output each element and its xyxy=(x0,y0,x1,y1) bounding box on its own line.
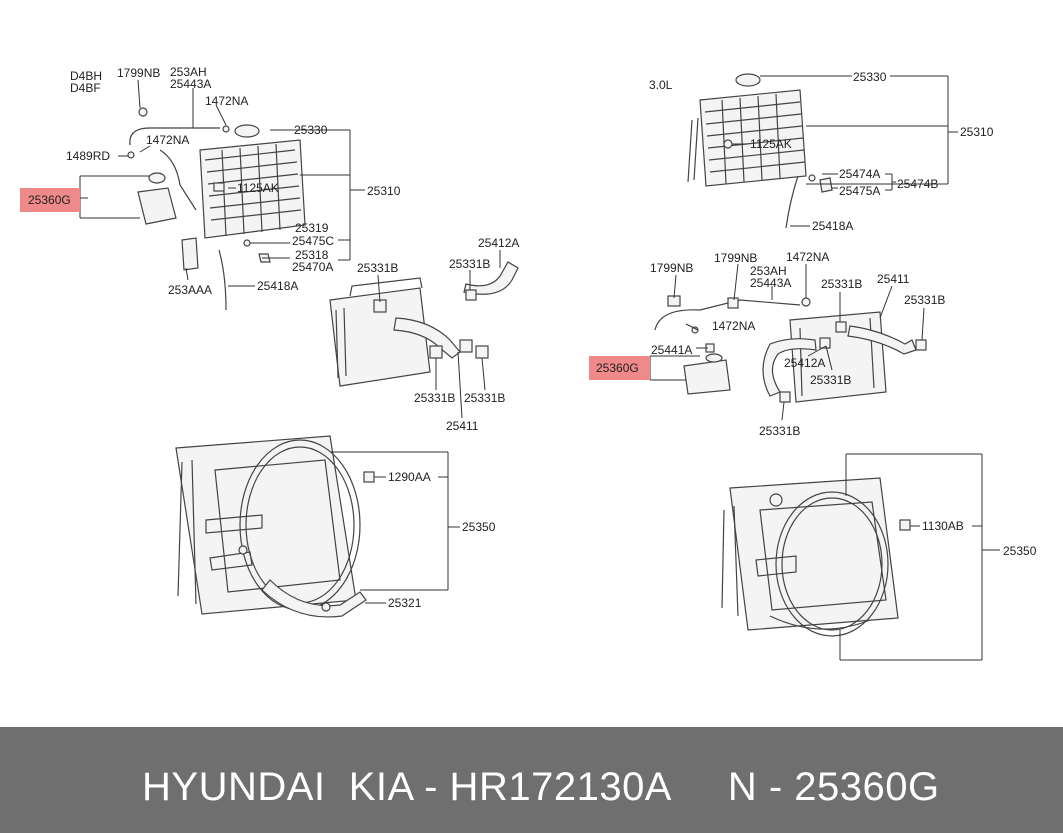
label-25321: 25321 xyxy=(388,596,422,610)
label-25331b-a: 25331B xyxy=(357,261,398,275)
label-25331b-right-d: 25331B xyxy=(759,424,800,438)
label-25418a: 25418A xyxy=(257,279,298,293)
label-1472na-b: 1472NA xyxy=(146,133,189,147)
label-25331b-right-c: 25331B xyxy=(810,373,851,387)
label-1472na-right-b: 1472NA xyxy=(712,319,755,333)
label-25470a: 25470A xyxy=(292,260,333,274)
label-25443a: 25443A xyxy=(170,77,211,91)
label-1290aa: 1290AA xyxy=(388,470,431,484)
label-25330: 25330 xyxy=(294,123,328,137)
label-25360g-right: 25360G xyxy=(596,361,639,375)
label-25412a-right: 25412A xyxy=(784,356,825,370)
label-1489rd: 1489RD xyxy=(66,149,110,163)
label-25418a-right: 25418A xyxy=(812,219,853,233)
label-25411-right: 25411 xyxy=(877,272,910,286)
label-25350-right: 25350 xyxy=(1003,544,1037,558)
label-25310-right: 25310 xyxy=(960,125,994,139)
left-shroud-assembly xyxy=(175,435,375,618)
footer-part-number: HYUNDAI KIA - HR172130A N - 25360G xyxy=(142,765,940,809)
label-25412a: 25412A xyxy=(478,236,519,250)
right-hose-assembly xyxy=(654,295,927,403)
label-25475c: 25475C xyxy=(292,234,334,248)
label-d4bf: D4BF xyxy=(70,81,101,95)
label-25331b-right-b: 25331B xyxy=(904,293,945,307)
label-25330-right: 25330 xyxy=(853,70,887,84)
left-top-leaders xyxy=(79,79,365,287)
right-top-leaders xyxy=(732,75,958,227)
label-25474a: 25474A xyxy=(839,167,880,181)
label-1125ak: 1125AK xyxy=(237,181,279,195)
label-1472na-right-a: 1472NA xyxy=(786,250,829,264)
label-25474b: 25474B xyxy=(897,177,938,191)
right-bottom-leaders xyxy=(839,453,1000,661)
label-25331b-d: 25331B xyxy=(464,391,505,405)
right-shroud-assembly xyxy=(721,477,911,637)
parts-diagram: D4BH D4BF 1799NB 253AH 25443A 1472NA 147… xyxy=(20,65,1037,661)
label-1472na-a: 1472NA xyxy=(205,94,248,108)
label-25331b-right-a: 25331B xyxy=(821,277,862,291)
left-radiator-assembly xyxy=(127,107,306,311)
label-1799nb-right-b: 1799NB xyxy=(714,251,757,265)
label-25331b-b: 25331B xyxy=(449,257,490,271)
label-d4bh: D4BH xyxy=(70,69,102,83)
footer-bar: HYUNDAI KIA - HR172130A N - 25360G xyxy=(0,727,1063,833)
label-1799nb: 1799NB xyxy=(117,66,160,80)
label-25441a: 25441A xyxy=(651,343,692,357)
label-25360g-left: 25360G xyxy=(28,193,71,207)
label-1799nb-right-a: 1799NB xyxy=(650,261,693,275)
left-middle-leaders xyxy=(377,250,501,419)
label-25443a-right: 25443A xyxy=(750,276,791,290)
label-1130ab: 1130AB xyxy=(922,519,964,533)
label-25411: 25411 xyxy=(446,419,479,433)
label-253ah: 253AH xyxy=(170,65,207,79)
highlight-25360g-right xyxy=(589,356,650,380)
right-radiator-assembly xyxy=(687,73,833,229)
label-25331b-c: 25331B xyxy=(414,391,455,405)
label-25319: 25319 xyxy=(295,221,329,235)
label-1125ak-right: 1125AK xyxy=(750,137,792,151)
label-3-0l: 3.0L xyxy=(649,78,673,92)
label-25475a: 25475A xyxy=(839,184,880,198)
label-253ah-right: 253AH xyxy=(750,264,787,278)
left-bottom-leaders xyxy=(330,451,460,604)
label-25350-left: 25350 xyxy=(462,520,496,534)
label-253aaa: 253AAA xyxy=(168,283,212,297)
left-hose-assembly xyxy=(329,261,519,387)
highlight-25360g-left xyxy=(20,188,80,212)
label-25310: 25310 xyxy=(367,184,401,198)
label-25318: 25318 xyxy=(295,248,329,262)
